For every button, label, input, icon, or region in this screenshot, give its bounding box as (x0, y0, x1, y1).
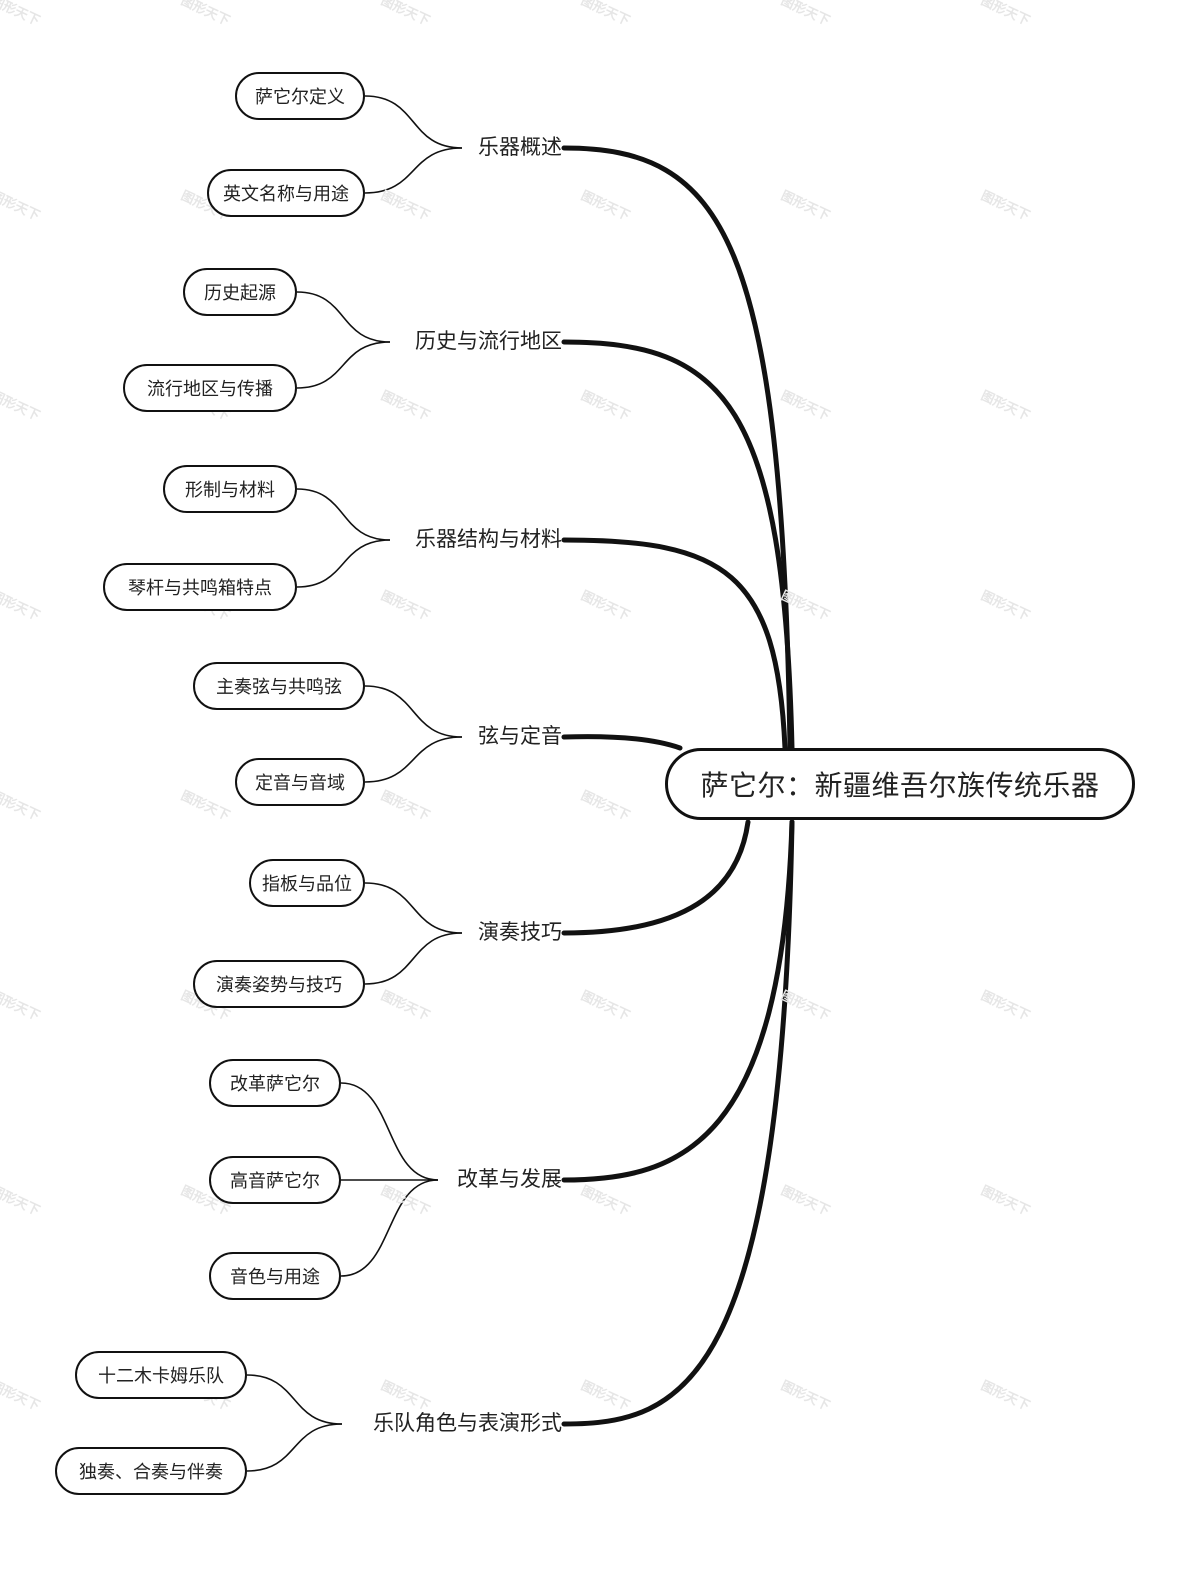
leaf-node[interactable]: 高音萨它尔 (209, 1156, 341, 1204)
leaf-connector (364, 95, 463, 149)
branch-node-7[interactable]: 乐队角色与表演形式 (344, 1408, 564, 1438)
leaf-connector (246, 1374, 343, 1425)
leaf-node[interactable]: 演奏姿势与技巧 (193, 960, 365, 1008)
branch-label: 乐器概述 (478, 135, 562, 159)
trunk-connector-5 (561, 819, 751, 936)
leaf-label: 独奏、合奏与伴奏 (79, 1462, 223, 1483)
leaf-connector (364, 147, 463, 194)
branch-label: 演奏技巧 (478, 920, 562, 944)
leaf-node[interactable]: 历史起源 (183, 268, 297, 316)
trunk-connector-3 (561, 537, 788, 751)
leaf-connector (296, 539, 391, 588)
leaf-connector (340, 1082, 439, 1181)
leaf-label: 形制与材料 (185, 480, 275, 501)
leaf-connector (296, 488, 391, 541)
leaf-label: 指板与品位 (262, 874, 352, 895)
leaf-label: 改革萨它尔 (230, 1074, 320, 1095)
leaf-label: 历史起源 (204, 283, 276, 304)
leaf-connector (296, 291, 391, 343)
leaf-label: 流行地区与传播 (147, 379, 273, 400)
leaf-node[interactable]: 指板与品位 (249, 859, 365, 907)
root-node[interactable]: 萨它尔：新疆维吾尔族传统乐器 (665, 748, 1135, 820)
leaf-node[interactable]: 英文名称与用途 (207, 169, 365, 217)
leaf-label: 英文名称与用途 (223, 184, 349, 205)
leaf-node[interactable]: 琴杆与共鸣箱特点 (103, 563, 297, 611)
leaf-node[interactable]: 定音与音域 (235, 758, 365, 806)
leaf-label: 琴杆与共鸣箱特点 (128, 578, 272, 599)
leaf-connector (364, 736, 463, 783)
branch-node-1[interactable]: 乐器概述 (464, 132, 564, 162)
leaf-connector (364, 685, 463, 738)
leaf-label: 主奏弦与共鸣弦 (216, 677, 342, 698)
leaf-connector (296, 341, 391, 389)
branch-node-2[interactable]: 历史与流行地区 (392, 326, 564, 356)
branch-node-5[interactable]: 演奏技巧 (464, 917, 564, 947)
leaf-label: 音色与用途 (230, 1267, 320, 1288)
trunk-connectors (561, 145, 795, 1427)
leaf-label: 高音萨它尔 (230, 1171, 320, 1192)
leaf-node[interactable]: 形制与材料 (163, 465, 297, 513)
leaf-node[interactable]: 改革萨它尔 (209, 1059, 341, 1107)
leaf-connector (340, 1179, 439, 1277)
trunk-connector-2 (561, 339, 795, 751)
branch-label: 乐队角色与表演形式 (373, 1411, 562, 1435)
leaf-node[interactable]: 独奏、合奏与伴奏 (55, 1447, 247, 1495)
leaf-label: 定音与音域 (255, 773, 345, 794)
trunk-connector-6 (561, 819, 795, 1183)
leaf-label: 演奏姿势与技巧 (216, 975, 342, 996)
leaf-label: 萨它尔定义 (255, 87, 345, 108)
leaf-connectors (246, 95, 463, 1472)
leaf-label: 十二木卡姆乐队 (98, 1366, 224, 1387)
leaf-node[interactable]: 音色与用途 (209, 1252, 341, 1300)
branch-node-3[interactable]: 乐器结构与材料 (392, 524, 564, 554)
leaf-node[interactable]: 十二木卡姆乐队 (75, 1351, 247, 1399)
trunk-connector-1 (561, 145, 793, 751)
branch-label: 改革与发展 (457, 1167, 562, 1191)
branch-label: 弦与定音 (478, 724, 562, 748)
root-label: 萨它尔：新疆维吾尔族传统乐器 (700, 769, 1100, 802)
branch-node-6[interactable]: 改革与发展 (440, 1164, 564, 1194)
leaf-node[interactable]: 主奏弦与共鸣弦 (193, 662, 365, 710)
leaf-connector (246, 1423, 343, 1472)
leaf-node[interactable]: 萨它尔定义 (235, 72, 365, 120)
trunk-connector-4 (561, 734, 683, 751)
leaf-connector (364, 932, 463, 985)
branch-node-4[interactable]: 弦与定音 (464, 721, 564, 751)
branch-label: 乐器结构与材料 (415, 527, 562, 551)
leaf-connector (364, 882, 463, 934)
trunk-connector-7 (561, 819, 795, 1427)
branch-label: 历史与流行地区 (415, 329, 562, 353)
leaf-node[interactable]: 流行地区与传播 (123, 364, 297, 412)
